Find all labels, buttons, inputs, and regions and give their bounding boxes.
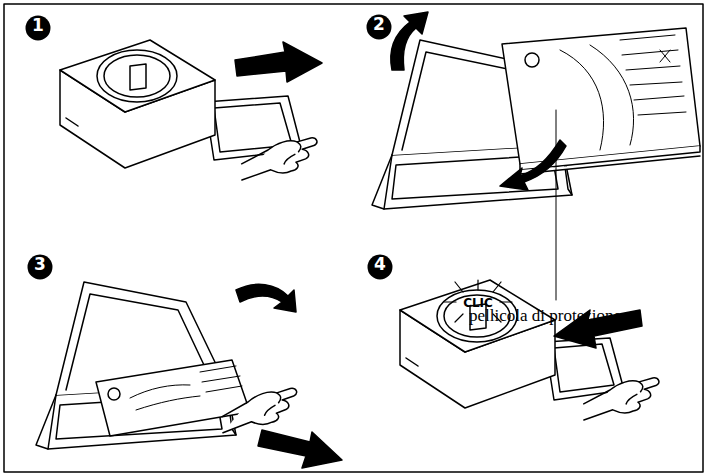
callout-number: 2 [366, 14, 392, 34]
callout-circle: 1 [25, 15, 51, 41]
callout-circle: 2 [366, 14, 392, 40]
callout-number: 3 [27, 254, 53, 274]
callout-circle: 3 [27, 254, 53, 280]
sound-label: CLIC [463, 296, 493, 310]
callout-number: 4 [367, 254, 393, 274]
callout-number: 1 [25, 15, 51, 35]
callout-circle: 4 [367, 254, 393, 280]
